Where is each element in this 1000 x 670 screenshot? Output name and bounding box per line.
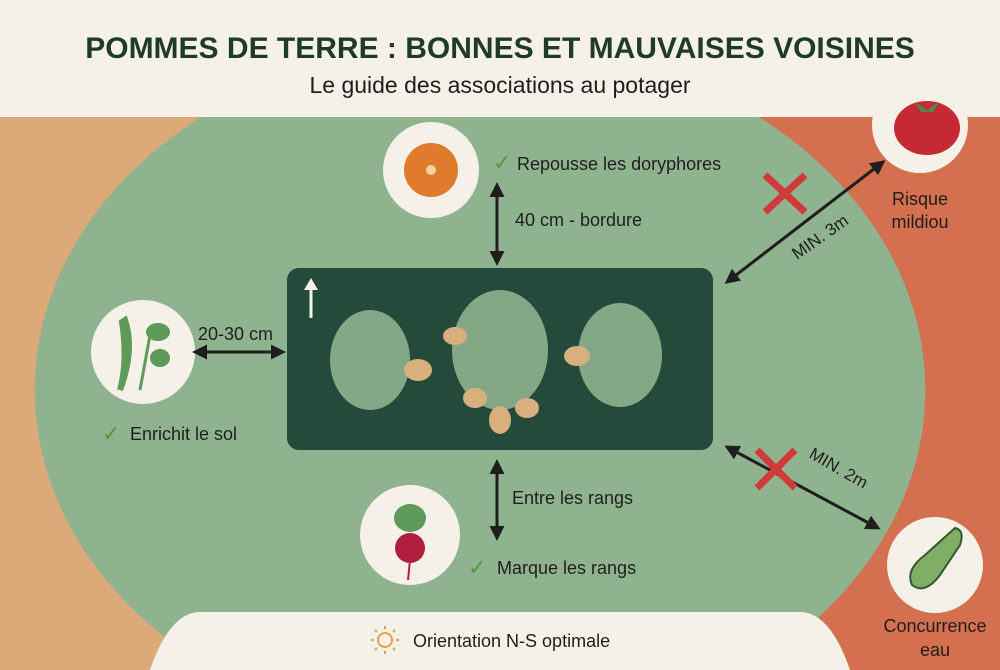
bean-benefit: Enrichit le sol	[130, 424, 237, 444]
zucchini-icon	[909, 526, 963, 590]
potato-tubers-icon	[404, 327, 590, 434]
bean-distance: 20-30 cm	[198, 324, 273, 344]
check-icon: ✓	[493, 150, 511, 175]
tomato-risk-2: mildiou	[891, 212, 948, 232]
radish-icon	[394, 504, 426, 581]
footer-text: Orientation N-S optimale	[413, 631, 610, 651]
north-arrow-icon	[304, 278, 318, 318]
distance-arrow	[724, 160, 886, 284]
nasturtium-benefit: Repousse les doryphores	[517, 154, 721, 174]
tomato-risk: Risque	[892, 189, 948, 209]
zucchini-risk-2: eau	[920, 640, 950, 660]
distance-arrow	[724, 445, 881, 530]
cross-icon	[762, 172, 808, 215]
check-icon: ✓	[468, 555, 486, 580]
zucchini-risk: Concurrence	[883, 616, 986, 636]
footer-band	[150, 612, 850, 670]
radish-benefit: Marque les rangs	[497, 558, 636, 578]
page-title: POMMES DE TERRE : BONNES ET MAUVAISES VO…	[85, 32, 915, 65]
check-icon: ✓	[102, 421, 120, 446]
header-band	[0, 0, 1000, 117]
page-subtitle: Le guide des associations au potager	[309, 72, 690, 98]
sun-icon	[371, 626, 399, 654]
potato-plant-icon	[330, 290, 662, 410]
bean-circle	[91, 300, 195, 404]
cross-icon	[754, 447, 798, 491]
nasturtium-flower-icon	[404, 143, 458, 197]
potato-bed	[287, 268, 713, 450]
bean-plant-icon	[117, 315, 170, 392]
radish-distance: Entre les rangs	[512, 488, 633, 508]
tomato-icon	[894, 101, 960, 155]
nasturtium-distance: 40 cm - bordure	[515, 210, 642, 230]
